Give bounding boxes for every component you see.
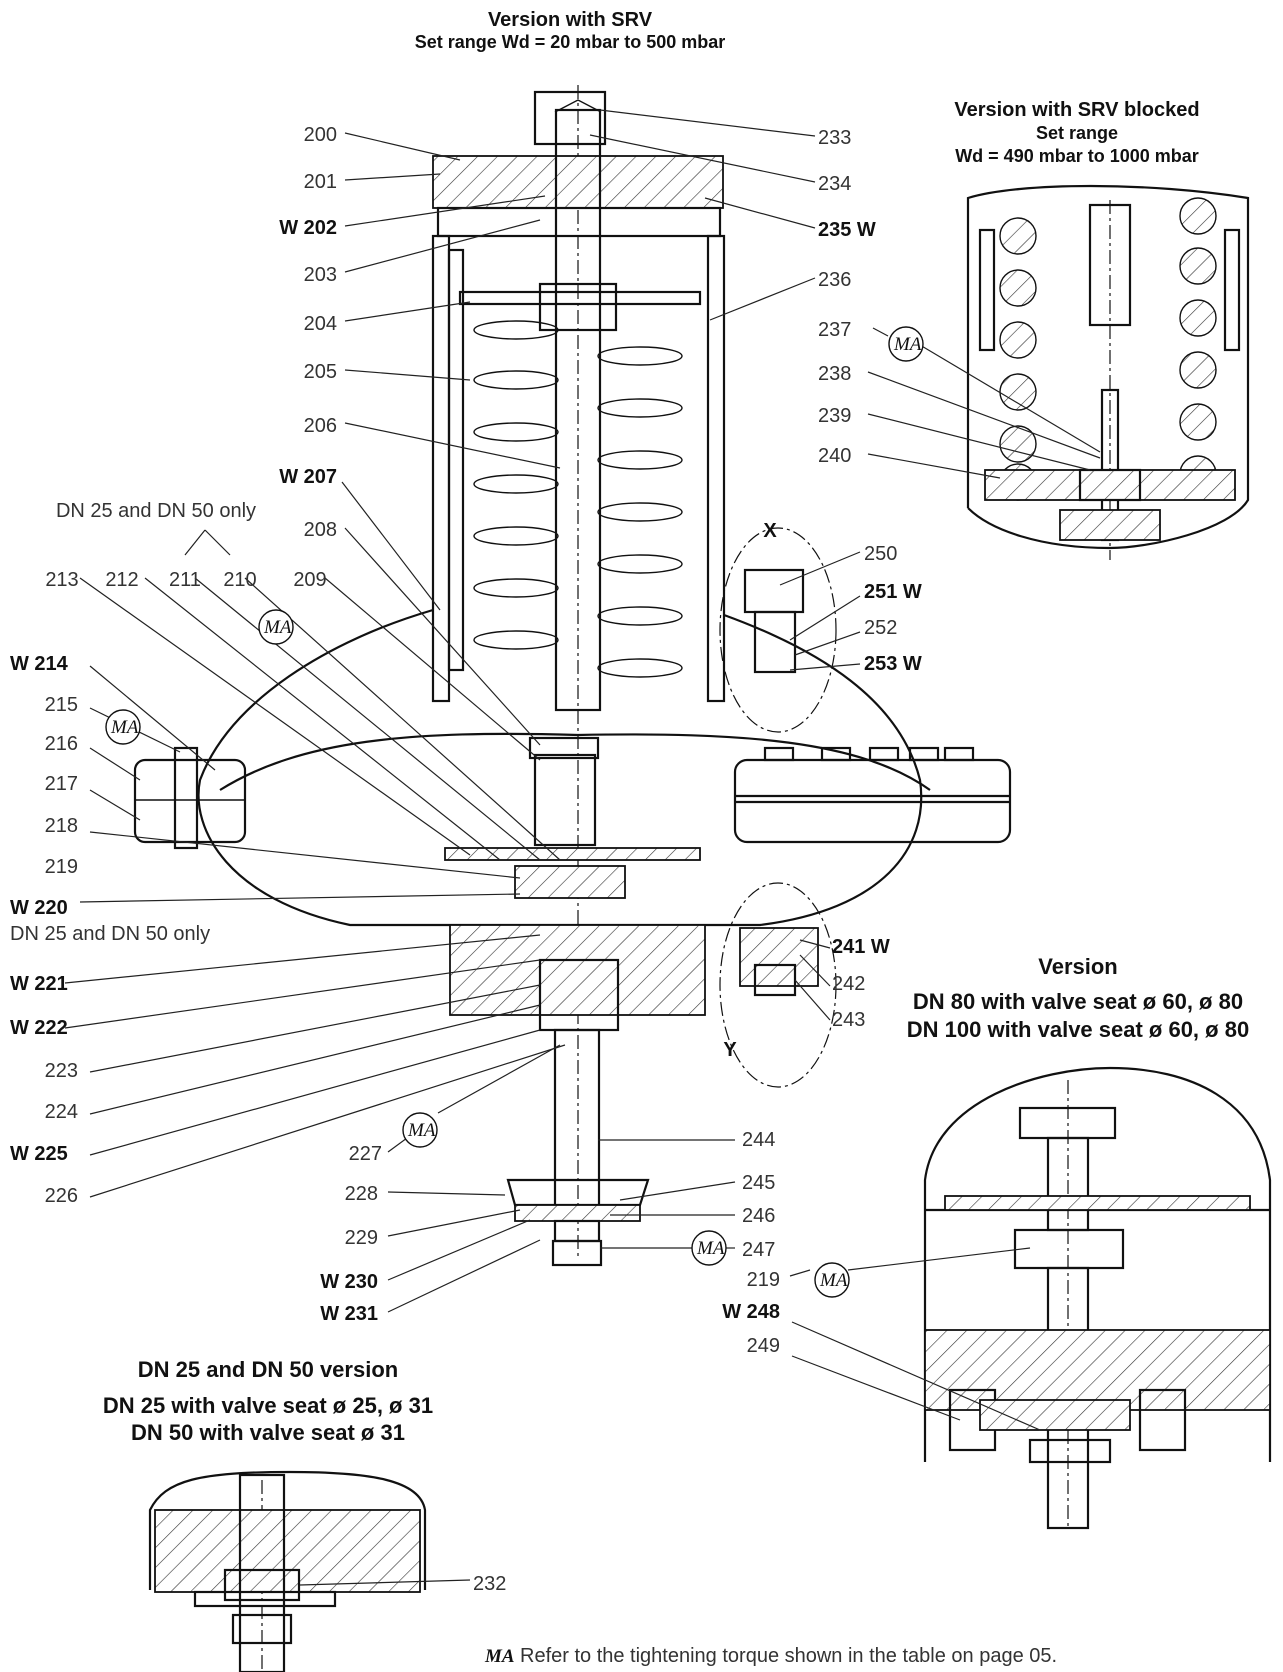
label-209: 209 — [293, 569, 326, 591]
label-216: 216 — [45, 733, 78, 755]
leader-lines — [64, 109, 1101, 1586]
dn80-title-line2: DN 80 with valve seat ø 60, ø 80 — [913, 989, 1243, 1014]
label-232: 232 — [473, 1573, 506, 1595]
label-218: 218 — [45, 815, 78, 837]
label-235: 235 W — [818, 219, 876, 241]
label-206: 206 — [304, 415, 337, 437]
label-241: 241 W — [832, 936, 890, 958]
detail-x-label: X — [763, 520, 777, 542]
inset-dn80 — [923, 1066, 1272, 1530]
note-dn25-only-w220: DN 25 and DN 50 only — [10, 923, 210, 945]
main-assembly — [133, 85, 1012, 1267]
note-dn25-only-top: DN 25 and DN 50 only — [56, 500, 256, 522]
svg-text:MA: MA — [263, 617, 292, 638]
label-250: 250 — [864, 543, 897, 565]
label-249: 249 — [747, 1335, 780, 1357]
label-219b: 219 — [747, 1269, 780, 1291]
svg-text:MA: MA — [893, 334, 922, 355]
label-207: W 207 — [279, 466, 337, 488]
svg-text:MA: MA — [110, 717, 139, 738]
callout-labels: 200 201 W 202 203 204 205 206 W 207 208 … — [10, 124, 922, 1595]
label-230: W 230 — [320, 1271, 378, 1293]
blocked-title-line2: Set range — [1036, 123, 1118, 143]
label-203: 203 — [304, 264, 337, 286]
label-247: 247 — [742, 1239, 775, 1261]
svg-text:MA: MA — [407, 1120, 436, 1141]
label-201: 201 — [304, 171, 337, 193]
torque-symbol-237: MA — [888, 326, 924, 362]
label-234: 234 — [818, 173, 851, 195]
label-215: 215 — [45, 694, 78, 716]
blocked-title-line3: Wd = 490 mbar to 1000 mbar — [955, 146, 1199, 166]
label-240: 240 — [818, 445, 851, 467]
label-246: 246 — [742, 1205, 775, 1227]
label-226: 226 — [45, 1185, 78, 1207]
label-222: W 222 — [10, 1017, 68, 1039]
label-224: 224 — [45, 1101, 78, 1123]
label-248: W 248 — [722, 1301, 780, 1323]
label-227: 227 — [349, 1143, 382, 1165]
torque-symbol-219b: MA — [814, 1262, 850, 1298]
torque-symbol-247: MA — [691, 1230, 727, 1266]
svg-text:MA: MA — [696, 1238, 725, 1259]
blocked-title-line1: Version with SRV blocked — [954, 99, 1199, 121]
label-210: 210 — [223, 569, 256, 591]
detail-y-label: Y — [723, 1039, 737, 1061]
torque-symbol-227: MA — [402, 1112, 438, 1148]
inset-srv-blocked — [966, 184, 1250, 560]
label-252: 252 — [864, 617, 897, 639]
label-219: 219 — [45, 856, 78, 878]
label-244: 244 — [742, 1129, 775, 1151]
torque-note-symbol: MA — [484, 1646, 515, 1667]
label-205: 205 — [304, 361, 337, 383]
label-237: 237 — [818, 319, 851, 341]
torque-symbol-210: MA — [258, 609, 294, 645]
dn25-title-line1: DN 25 and DN 50 version — [138, 1357, 398, 1382]
main-title-line2: Set range Wd = 20 mbar to 500 mbar — [415, 32, 726, 52]
dn80-title-line1: Version — [1038, 954, 1117, 979]
label-211: 211 — [169, 569, 201, 591]
label-243: 243 — [832, 1009, 865, 1031]
dn25-title-line2: DN 25 with valve seat ø 25, ø 31 — [103, 1393, 433, 1418]
label-229: 229 — [345, 1227, 378, 1249]
label-239: 239 — [818, 405, 851, 427]
torque-symbol-215: MA — [105, 709, 141, 745]
label-202: W 202 — [279, 217, 337, 239]
label-253: 253 W — [864, 653, 922, 675]
label-228: 228 — [345, 1183, 378, 1205]
label-245: 245 — [742, 1172, 775, 1194]
label-236: 236 — [818, 269, 851, 291]
label-238: 238 — [818, 363, 851, 385]
label-251: 251 W — [864, 581, 922, 603]
label-204: 204 — [304, 313, 337, 335]
label-200: 200 — [304, 124, 337, 146]
label-213: 213 — [45, 569, 78, 591]
torque-note-text: Refer to the tightening torque shown in … — [520, 1645, 1057, 1667]
main-title-line1: Version with SRV — [488, 9, 653, 31]
label-214: W 214 — [10, 653, 69, 675]
label-212: 212 — [105, 569, 138, 591]
label-225: W 225 — [10, 1143, 68, 1165]
label-231: W 231 — [320, 1303, 378, 1325]
label-217: 217 — [45, 773, 78, 795]
label-223: 223 — [45, 1060, 78, 1082]
dn25-title-line3: DN 50 with valve seat ø 31 — [131, 1420, 405, 1445]
label-233: 233 — [818, 127, 851, 149]
inset-spring-coils — [999, 197, 1217, 501]
label-220: W 220 — [10, 897, 68, 919]
inset-dn25 — [148, 1470, 427, 1672]
dn80-title-line3: DN 100 with valve seat ø 60, ø 80 — [907, 1017, 1249, 1042]
svg-text:MA: MA — [819, 1270, 848, 1291]
label-208: 208 — [304, 519, 337, 541]
label-242: 242 — [832, 973, 865, 995]
label-221: W 221 — [10, 973, 68, 995]
